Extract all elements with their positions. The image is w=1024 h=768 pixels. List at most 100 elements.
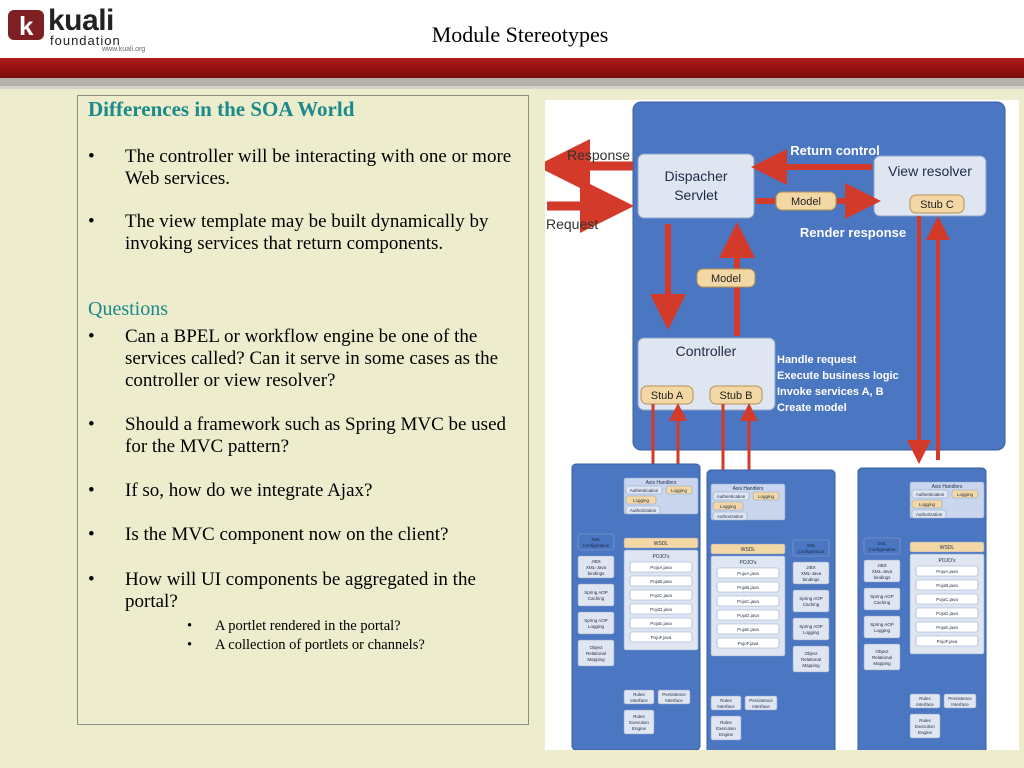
- pojo-file-label: PojoA.java: [737, 571, 759, 576]
- mvc-soa-diagram: Dispacher Servlet View resolver Stub C R…: [545, 100, 1019, 750]
- return-control-label: Return control: [790, 143, 880, 158]
- pojo-file-box: [629, 589, 693, 601]
- handler-logging-box: [951, 489, 979, 499]
- config-item-label: JIBX: [806, 565, 816, 570]
- rules-engine-box: [623, 709, 655, 735]
- diagram-svg: Dispacher Servlet View resolver Stub C R…: [545, 101, 1006, 750]
- pojo-file-label: PojoC.java: [737, 599, 759, 604]
- config-item-label: JIBX: [877, 563, 887, 568]
- persistence-interface-label: Interface: [665, 698, 683, 703]
- rules-interface-label: Rules: [919, 696, 931, 701]
- header-band-gray: [0, 78, 1024, 86]
- header-band: [0, 58, 1024, 78]
- config-item-label: Spring AOP: [799, 596, 823, 601]
- pojo-file-label: PojoB.java: [737, 585, 759, 590]
- pojo-file-label: PojoE.java: [650, 621, 672, 626]
- wsdl-label: WSDL: [940, 545, 955, 551]
- config-item-label: bindings: [588, 571, 606, 576]
- pojo-file-label: PojoC.java: [650, 593, 672, 598]
- model-label-top: Model: [791, 196, 821, 208]
- config-item-label: XML: [591, 537, 601, 542]
- note-execute-logic: Execute business logic: [777, 370, 899, 382]
- pojo-file-box: [915, 565, 979, 577]
- config-item-label: Configuration: [869, 547, 896, 552]
- persistence-interface-label: Persistence: [948, 696, 972, 701]
- axis-handlers-label: Axis Handlers: [646, 480, 677, 486]
- note-create-model: Create model: [777, 402, 847, 414]
- pojo-file-box: [716, 623, 780, 635]
- pojo-file-box: [716, 567, 780, 579]
- config-item-label: bindings: [803, 577, 821, 582]
- config-item-label: XML: [806, 543, 816, 548]
- persistence-interface-box: [943, 693, 977, 709]
- config-item-box: [577, 639, 615, 667]
- persistence-interface-label: Persistence: [662, 692, 686, 697]
- handler-logging-box: [752, 491, 780, 501]
- handler-authentication-label: Authentication: [916, 492, 945, 497]
- handler-authorization-box: [911, 509, 947, 519]
- rules-engine-label: Engine: [632, 726, 647, 731]
- model-label-mid: Model: [711, 273, 741, 285]
- pojo-file-box: [915, 635, 979, 647]
- pojo-file-label: PojoA.java: [936, 569, 958, 574]
- pojo-file-box: [716, 637, 780, 649]
- wsdl-box: [909, 541, 985, 553]
- handler-authentication-label: Authentication: [717, 494, 746, 499]
- config-item-label: Spring AOP: [584, 590, 608, 595]
- handler-authorization-label: Authorization: [630, 508, 657, 513]
- config-item-label: Configuration: [798, 549, 825, 554]
- handler-logging-label: Logging: [758, 494, 775, 499]
- rules-interface-label: Interface: [916, 702, 934, 707]
- pojo-file-box: [915, 579, 979, 591]
- model-tag-top: [775, 191, 837, 211]
- persistence-interface-label: Interface: [752, 704, 770, 709]
- view-resolver-label: View resolver: [888, 163, 972, 179]
- rules-engine-label: Execution: [716, 726, 736, 731]
- rules-interface-box: [909, 693, 941, 709]
- config-item-label: XML: [877, 541, 887, 546]
- rules-engine-box: [710, 715, 742, 741]
- rules-engine-label: Execution: [629, 720, 649, 725]
- pojo-file-label: PojoC.java: [936, 597, 958, 602]
- servlet-label: Servlet: [674, 187, 718, 203]
- pojos-label: POJO's: [938, 558, 956, 564]
- handler-authorization-label: Authorization: [916, 512, 943, 517]
- note-invoke-services: Invoke services A, B: [777, 386, 884, 398]
- wsdl-label: WSDL: [654, 541, 669, 547]
- rules-engine-label: Rules: [919, 718, 931, 723]
- handler-authorization-label: Authorization: [717, 514, 744, 519]
- config-item-box: [792, 561, 830, 585]
- header-band-light: [0, 86, 1024, 89]
- kuali-logo: k kuali foundation www.kuali.org: [6, 4, 156, 54]
- config-item-label: bindings: [874, 575, 892, 580]
- rules-engine-label: Engine: [719, 732, 734, 737]
- handler-logging-2-box: [911, 499, 943, 509]
- stub-b-label: Stub B: [719, 390, 752, 402]
- pojo-file-box: [915, 593, 979, 605]
- config-item-label: Relational: [872, 655, 892, 660]
- rules-interface-label: Interface: [630, 698, 648, 703]
- config-item-label: Spring AOP: [870, 622, 894, 627]
- stub-b-tag: [709, 385, 763, 405]
- config-item-label: Relational: [586, 651, 606, 656]
- rules-engine-label: Execution: [915, 724, 935, 729]
- config-item-label: Spring AOP: [870, 594, 894, 599]
- controller-notes: Handle request Execute business logic In…: [777, 354, 899, 414]
- request-label: Request: [546, 216, 598, 232]
- config-item-box: [863, 615, 901, 639]
- handler-logging-label: Logging: [957, 492, 974, 497]
- persistence-interface-label: Persistence: [749, 698, 773, 703]
- config-item-box: [792, 539, 830, 557]
- config-item-box: [863, 587, 901, 611]
- rules-interface-box: [710, 695, 742, 711]
- handler-logging-2-box: [625, 495, 657, 505]
- config-item-label: Caching: [803, 602, 820, 607]
- rules-engine-box: [909, 713, 941, 739]
- config-item-box: [863, 559, 901, 583]
- config-item-label: Relational: [801, 657, 821, 662]
- pojos-label: POJO's: [739, 560, 757, 566]
- pojo-file-label: PojoF.java: [738, 641, 759, 646]
- render-response-label: Render response: [800, 225, 906, 240]
- pojo-file-label: PojoE.java: [737, 627, 759, 632]
